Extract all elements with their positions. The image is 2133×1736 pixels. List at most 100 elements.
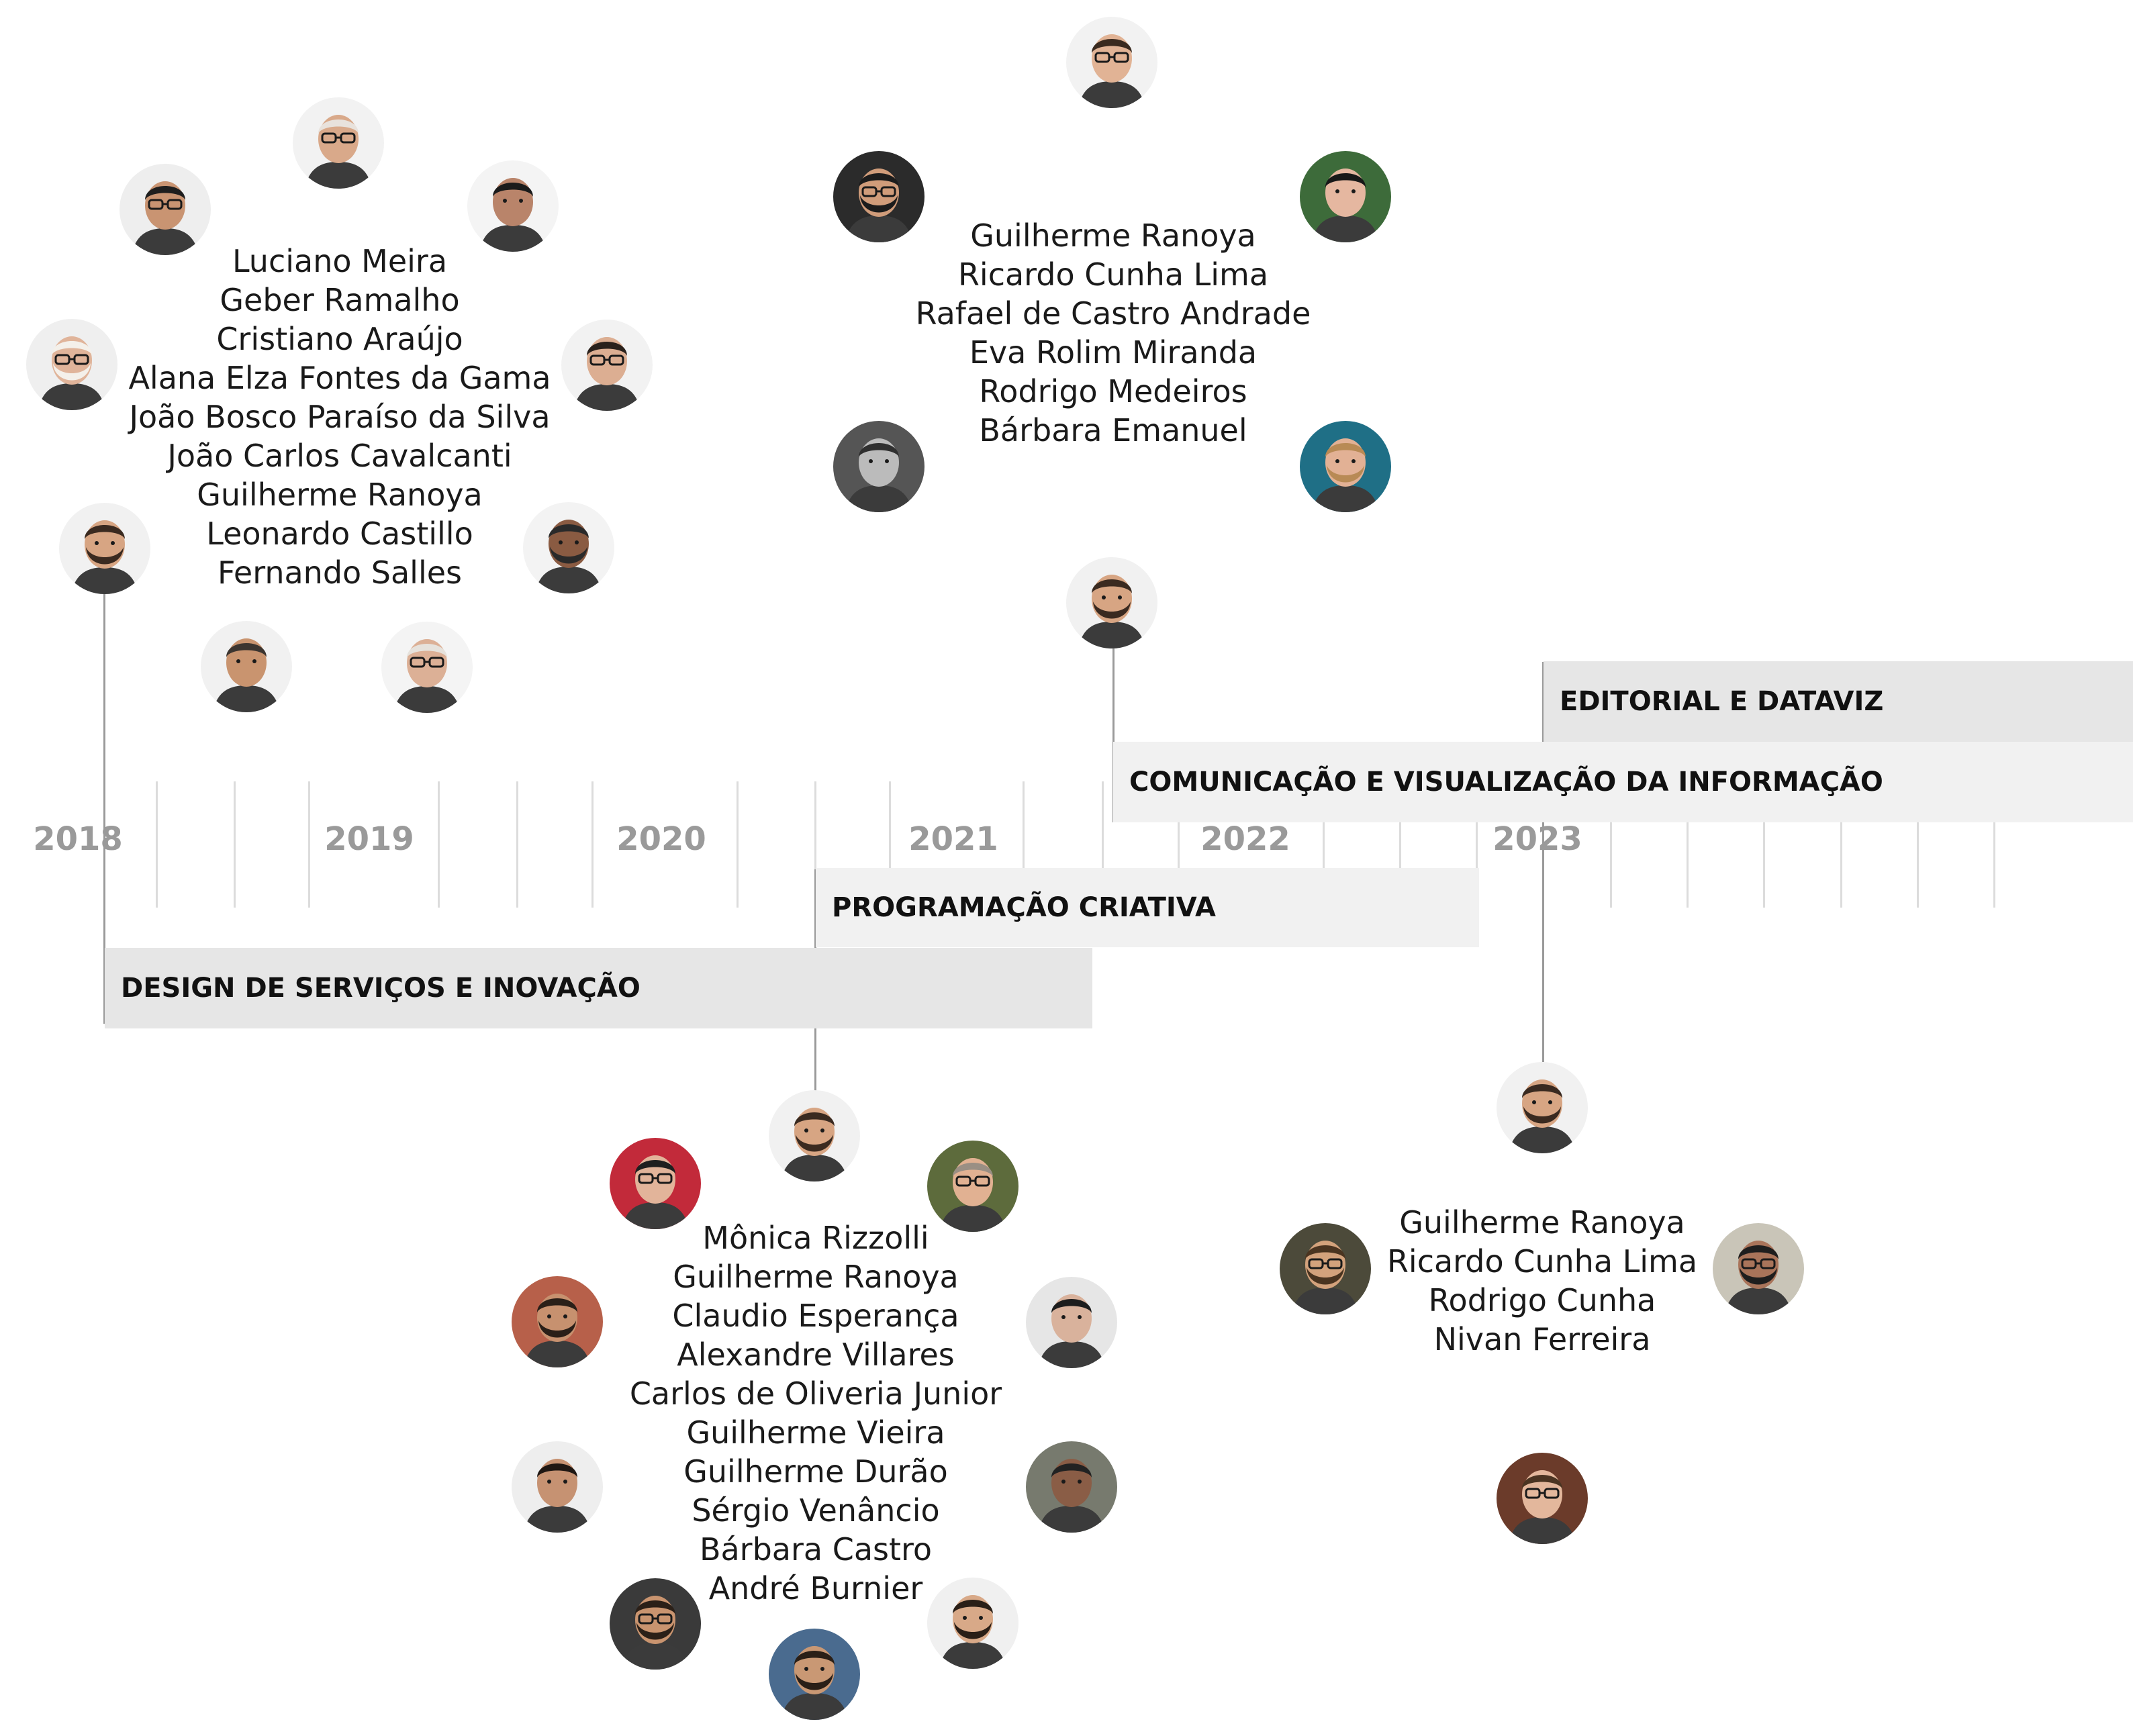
portrait-icon xyxy=(512,1441,603,1533)
year-tick xyxy=(1323,781,1325,908)
portrait-icon xyxy=(833,151,925,242)
portrait-icon xyxy=(561,320,653,411)
avatar xyxy=(512,1441,603,1533)
avatar xyxy=(927,1141,1018,1232)
portrait-icon xyxy=(769,1090,860,1182)
team-member-name: Ricardo Cunha Lima xyxy=(1386,1243,1698,1280)
team-member-name: Fernando Salles xyxy=(217,554,463,591)
team-member-name: André Burnier xyxy=(708,1570,923,1606)
connector-editorial xyxy=(1542,662,1544,1062)
portrait-icon xyxy=(1026,1277,1117,1368)
portrait-icon xyxy=(927,1578,1018,1669)
avatar xyxy=(833,151,925,242)
year-tick xyxy=(438,781,440,908)
avatar xyxy=(769,1090,860,1182)
portrait-icon xyxy=(1497,1453,1588,1544)
avatar xyxy=(833,421,925,512)
avatar xyxy=(610,1578,701,1670)
portrait-icon xyxy=(26,319,117,410)
avatar xyxy=(927,1578,1018,1669)
avatar xyxy=(1066,557,1157,648)
team-member-name: Guilherme Ranoya xyxy=(1399,1204,1685,1241)
year-tick xyxy=(1840,781,1842,908)
course-band-comunicacao-visualizacao: COMUNICAÇÃO E VISUALIZAÇÃO DA INFORMAÇÃO xyxy=(1113,742,2133,822)
course-band-programacao-criativa: PROGRAMAÇÃO CRIATIVA xyxy=(816,868,1479,947)
avatar xyxy=(1280,1223,1371,1314)
year-label-2018: 2018 xyxy=(33,820,123,858)
team-member-name: Guilherme Durão xyxy=(683,1453,948,1490)
portrait-icon xyxy=(293,97,384,189)
year-label-2019: 2019 xyxy=(324,820,414,858)
portrait-icon xyxy=(833,421,925,512)
avatar xyxy=(561,320,653,411)
year-tick xyxy=(1476,781,1478,908)
team-member-name: Cristiano Araújo xyxy=(216,321,463,357)
team-member-name: Carlos de Oliveria Junior xyxy=(629,1376,1002,1412)
avatar xyxy=(1713,1223,1804,1314)
year-label-2020: 2020 xyxy=(616,820,706,858)
avatar xyxy=(512,1276,603,1367)
team-member-name: Rodrigo Cunha xyxy=(1428,1282,1656,1318)
year-tick xyxy=(1687,781,1689,908)
team-member-name: Rafael de Castro Andrade xyxy=(915,295,1311,332)
year-tick xyxy=(737,781,739,908)
team-member-name: João Carlos Cavalcanti xyxy=(167,438,512,474)
portrait-icon xyxy=(120,164,211,255)
year-tick xyxy=(234,781,236,908)
avatar xyxy=(293,97,384,189)
portrait-icon xyxy=(1066,17,1157,108)
team-member-name: João Bosco Paraíso da Silva xyxy=(129,399,551,435)
team-member-name: Guilherme Ranoya xyxy=(673,1259,959,1295)
avatar xyxy=(1026,1277,1117,1368)
connector-design-servicos xyxy=(103,591,105,1024)
portrait-icon xyxy=(381,622,473,713)
avatar xyxy=(1497,1453,1588,1544)
year-tick xyxy=(1102,781,1104,908)
year-tick xyxy=(1917,781,1919,908)
team-member-name: Luciano Meira xyxy=(232,243,448,279)
team-member-name: Claudio Esperança xyxy=(672,1298,959,1334)
portrait-icon xyxy=(610,1578,701,1670)
portrait-icon xyxy=(1300,421,1391,512)
portrait-icon xyxy=(1300,151,1391,242)
team-member-name: Alexandre Villares xyxy=(677,1337,955,1373)
portrait-icon xyxy=(1026,1441,1117,1533)
portrait-icon xyxy=(59,503,150,594)
portrait-icon xyxy=(1066,557,1157,648)
year-tick xyxy=(1023,781,1025,908)
team-list-programacao-criativa: Mônica Rizzolli Guilherme Ranoya Claudio… xyxy=(591,1218,1041,1608)
year-label-2021: 2021 xyxy=(908,820,998,858)
portrait-icon xyxy=(1497,1062,1588,1153)
avatar xyxy=(201,621,292,712)
team-member-name: Leonardo Castillo xyxy=(206,516,473,552)
avatar xyxy=(1300,151,1391,242)
avatar xyxy=(381,622,473,713)
team-member-name: Ricardo Cunha Lima xyxy=(957,256,1269,293)
year-tick xyxy=(1178,781,1180,908)
course-band-editorial-dataviz: EDITORIAL E DATAVIZ xyxy=(1544,661,2133,742)
year-tick xyxy=(1610,781,1612,908)
avatar xyxy=(59,503,150,594)
portrait-icon xyxy=(201,621,292,712)
avatar xyxy=(1497,1062,1588,1153)
team-member-name: Bárbara Castro xyxy=(699,1531,933,1568)
team-member-name: Mônica Rizzolli xyxy=(702,1220,929,1256)
team-member-name: Alana Elza Fontes da Gama xyxy=(128,360,551,396)
avatar xyxy=(467,160,559,252)
team-member-name: Eva Rolim Miranda xyxy=(969,334,1258,371)
team-list-comunicacao-visualizacao: Guilherme Ranoya Ricardo Cunha Lima Rafa… xyxy=(885,216,1341,450)
avatar xyxy=(523,502,614,593)
year-tick xyxy=(156,781,158,908)
course-band-design-servicos: DESIGN DE SERVIÇOS E INOVAÇÃO xyxy=(105,948,1092,1028)
year-tick xyxy=(308,781,310,908)
portrait-icon xyxy=(512,1276,603,1367)
avatar xyxy=(120,164,211,255)
team-member-name: Guilherme Ranoya xyxy=(970,218,1256,254)
portrait-icon xyxy=(523,502,614,593)
year-tick xyxy=(591,781,594,908)
portrait-icon xyxy=(610,1138,701,1229)
avatar xyxy=(769,1629,860,1720)
team-list-editorial-dataviz: Guilherme Ranoya Ricardo Cunha Lima Rodr… xyxy=(1344,1203,1740,1359)
year-tick xyxy=(516,781,518,908)
